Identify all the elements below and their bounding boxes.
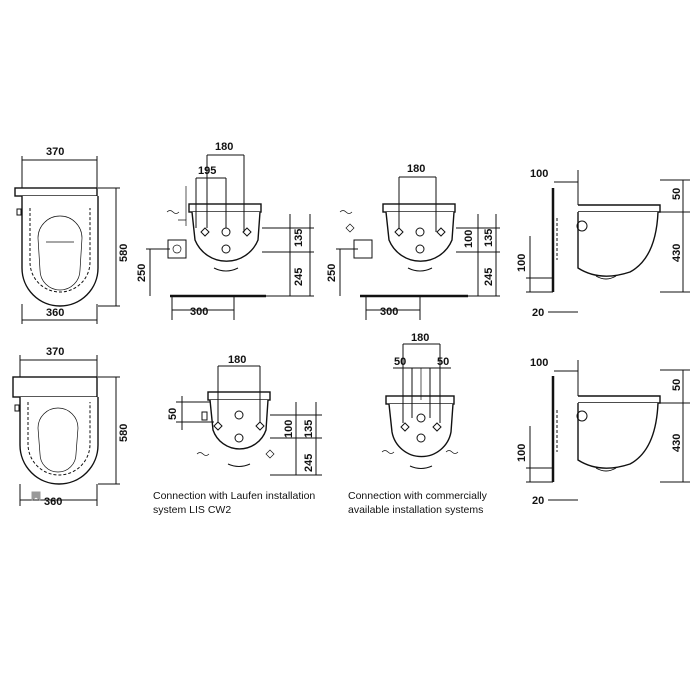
dim-front-a-outer: 180 [215,141,233,153]
caption-commercial-line1: Connection with commercially [348,490,487,502]
caption-commercial: Connection with commercially available i… [348,489,487,517]
dim-side-a-right-lower: 430 [671,244,683,262]
caption-laufen-line1: Connection with Laufen installation [153,490,316,502]
dim-front-c-inner: 100 [283,420,295,438]
dim-plan-b-width: 370 [46,346,64,358]
dim-plan-width: 370 [46,146,64,158]
dim-front-b-left: 250 [326,264,338,282]
side-view-b [526,360,690,501]
front-view-a [146,154,314,320]
dim-side-a-left: 100 [516,254,528,272]
side-view-a [526,170,690,313]
dim-side-a-bottom: 20 [532,307,544,319]
front-view-c [176,365,322,476]
caption-laufen: Connection with Laufen installation syst… [153,489,315,517]
dim-side-b-bottom: 20 [532,495,544,507]
dim-front-b-top: 180 [407,163,425,175]
dim-side-a-top: 100 [530,168,548,180]
dim-front-c-right-upper: 135 [303,420,315,438]
dim-front-a-inner: 195 [198,165,216,177]
dim-side-a-right-upper: 50 [671,188,683,200]
dim-front-b-bottom: 300 [380,306,398,318]
dim-side-b-right-upper: 50 [671,379,683,391]
dim-front-c-left: 50 [167,408,179,420]
front-view-b [336,176,500,320]
dim-front-a-right-upper: 135 [293,229,305,247]
dim-front-d-left: 50 [394,356,406,368]
dim-front-c-top: 180 [228,354,246,366]
dim-plan-bowl-width: 360 [46,307,64,319]
caption-laufen-line2: system LIS CW2 [153,504,232,516]
dim-front-b-inner: 100 [463,230,475,248]
front-view-d [381,343,459,469]
plan-view-bottom [12,355,120,506]
dim-front-c-right-lower: 245 [303,454,315,472]
dim-front-b-right-upper: 135 [483,229,495,247]
dim-front-a-right-lower: 245 [293,268,305,286]
dim-front-a-bottom: 300 [190,306,208,318]
dim-front-d-top: 180 [411,332,429,344]
dim-side-b-top: 100 [530,357,548,369]
dim-side-b-left: 100 [516,444,528,462]
dim-front-b-right-lower: 245 [483,268,495,286]
dim-plan-b-bowl-width: 360 [44,496,62,508]
dim-plan-b-depth: 580 [118,424,130,442]
dim-plan-depth: 580 [118,244,130,262]
dim-front-a-left: 250 [136,264,148,282]
plan-view-top [14,156,120,324]
dim-front-d-right: 50 [437,356,449,368]
caption-commercial-line2: available installation systems [348,504,484,516]
dim-side-b-right-lower: 430 [671,434,683,452]
